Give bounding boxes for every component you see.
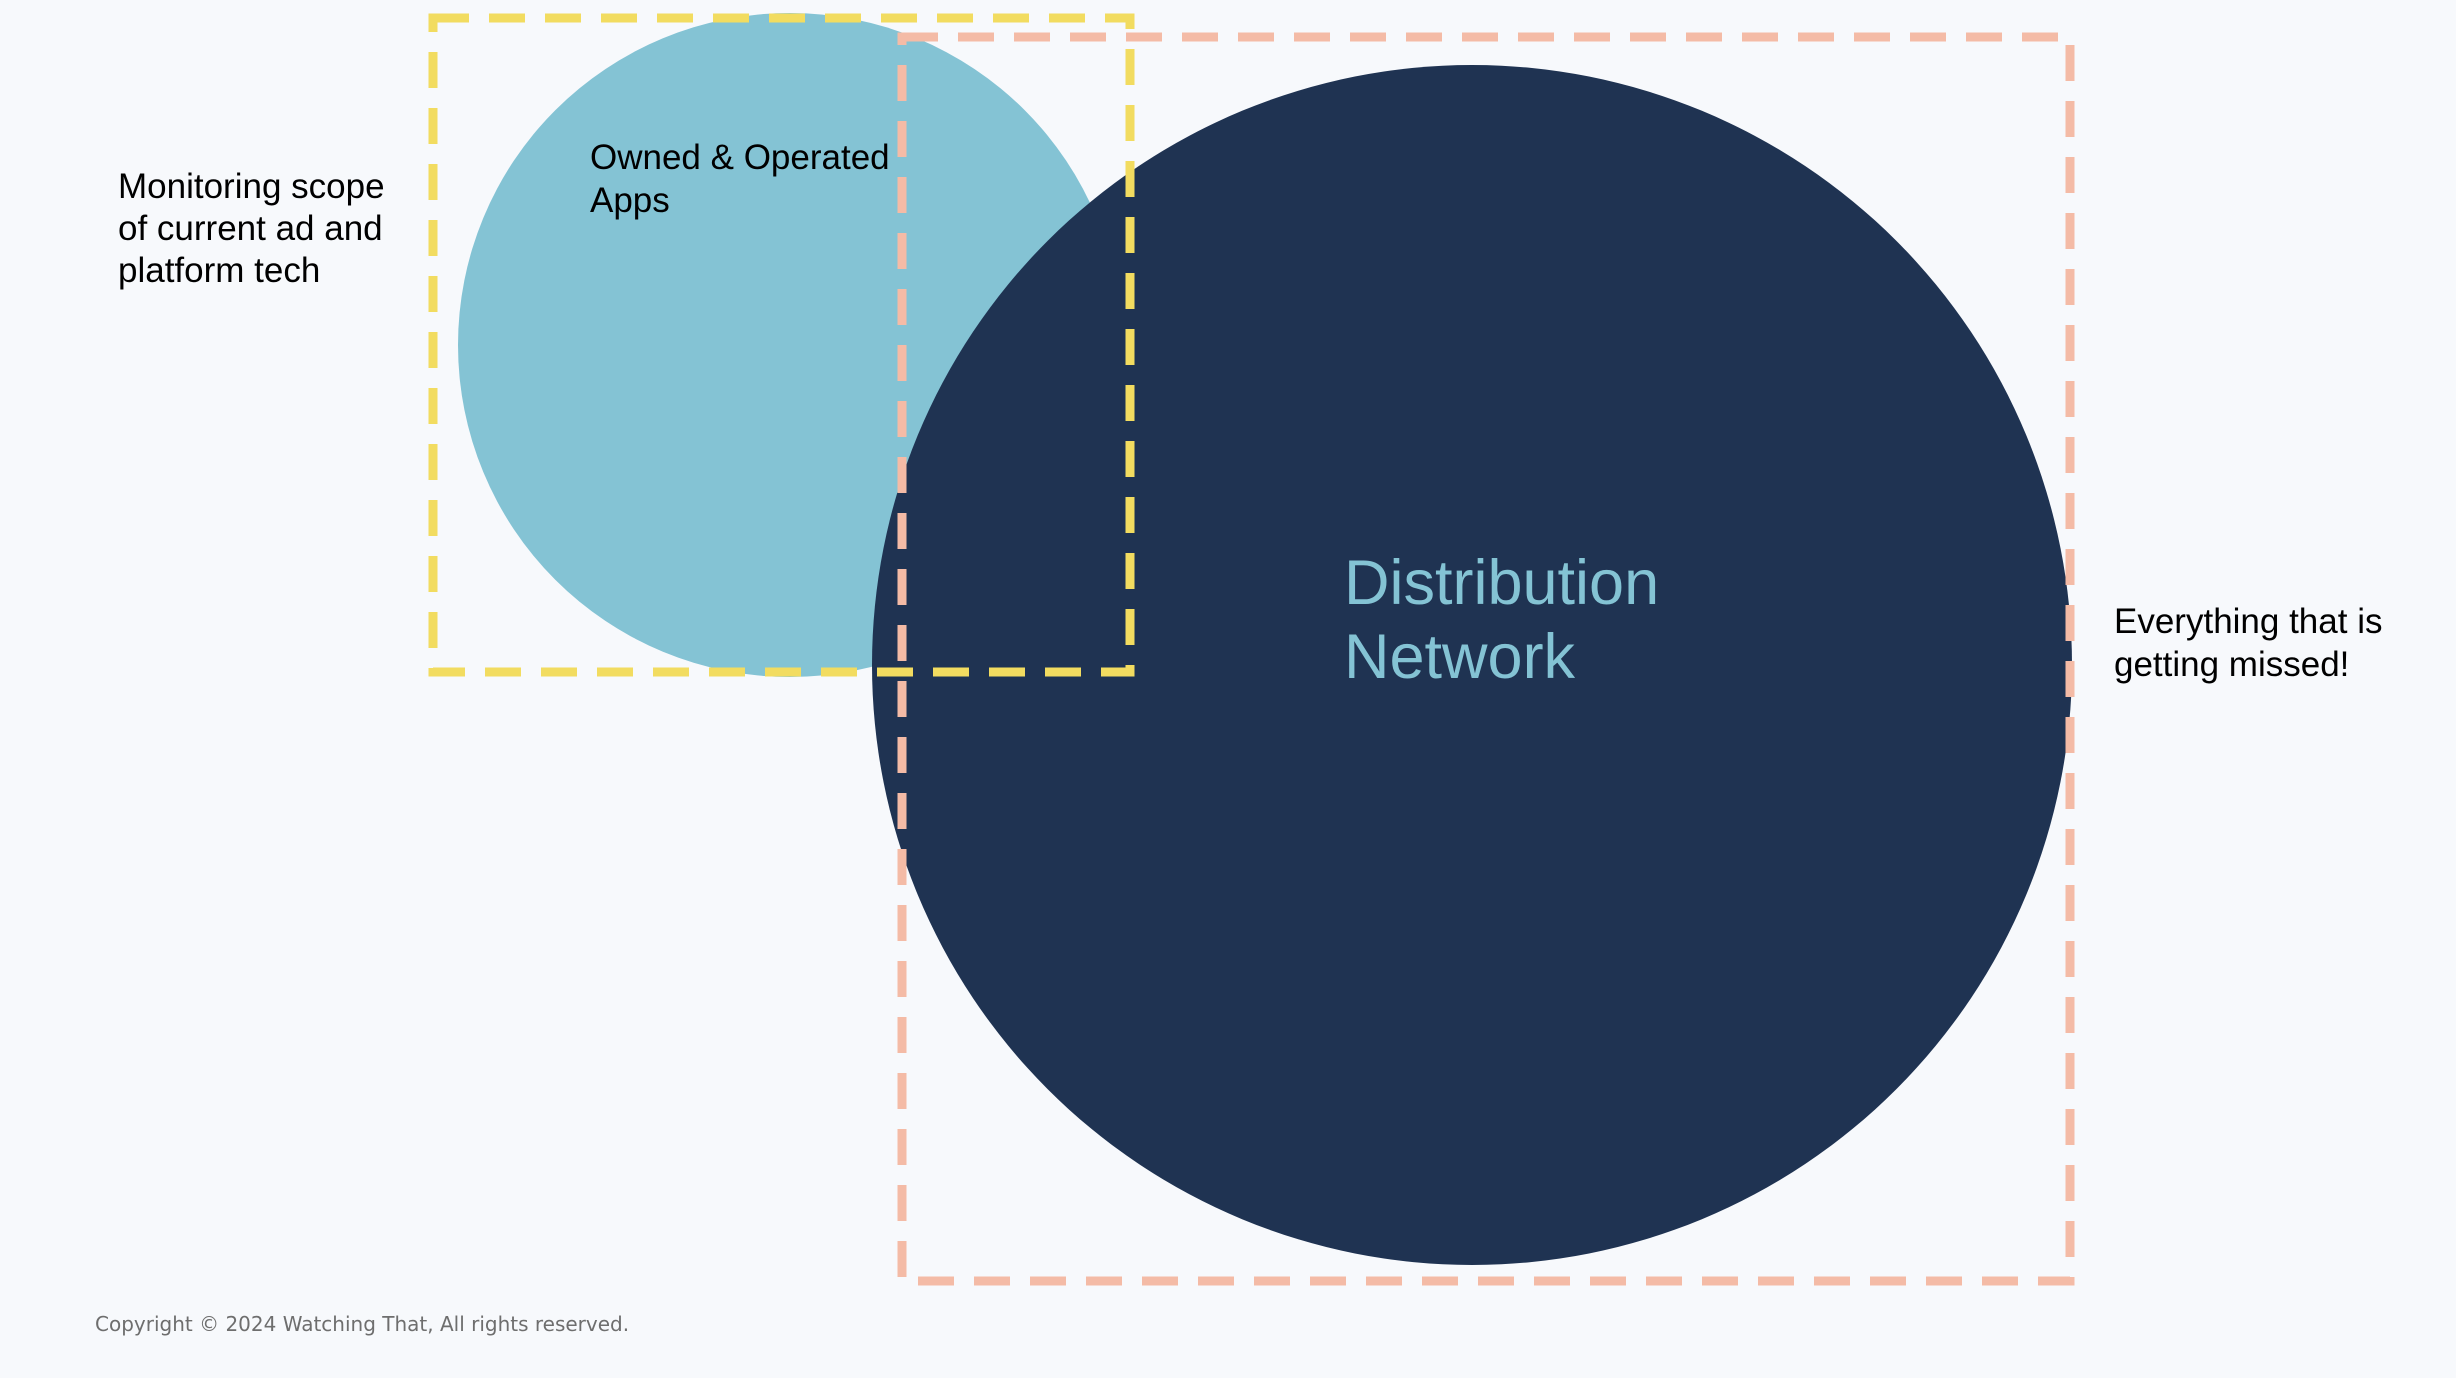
monitoring-scope-box <box>428 13 1135 677</box>
missed-label: Everything that is getting missed! <box>2114 602 2383 684</box>
owned-operated-label: Owned & Operated Apps <box>590 138 890 220</box>
monitoring-scope-label: Monitoring scope of current ad and platf… <box>118 167 385 290</box>
distribution-network-circle <box>872 65 2072 1265</box>
missed-area-box <box>897 32 2075 1286</box>
distribution-network-label: Distribution Network <box>1344 548 1660 692</box>
copyright-notice: Copyright © 2024 Watching That, All righ… <box>95 1312 630 1336</box>
